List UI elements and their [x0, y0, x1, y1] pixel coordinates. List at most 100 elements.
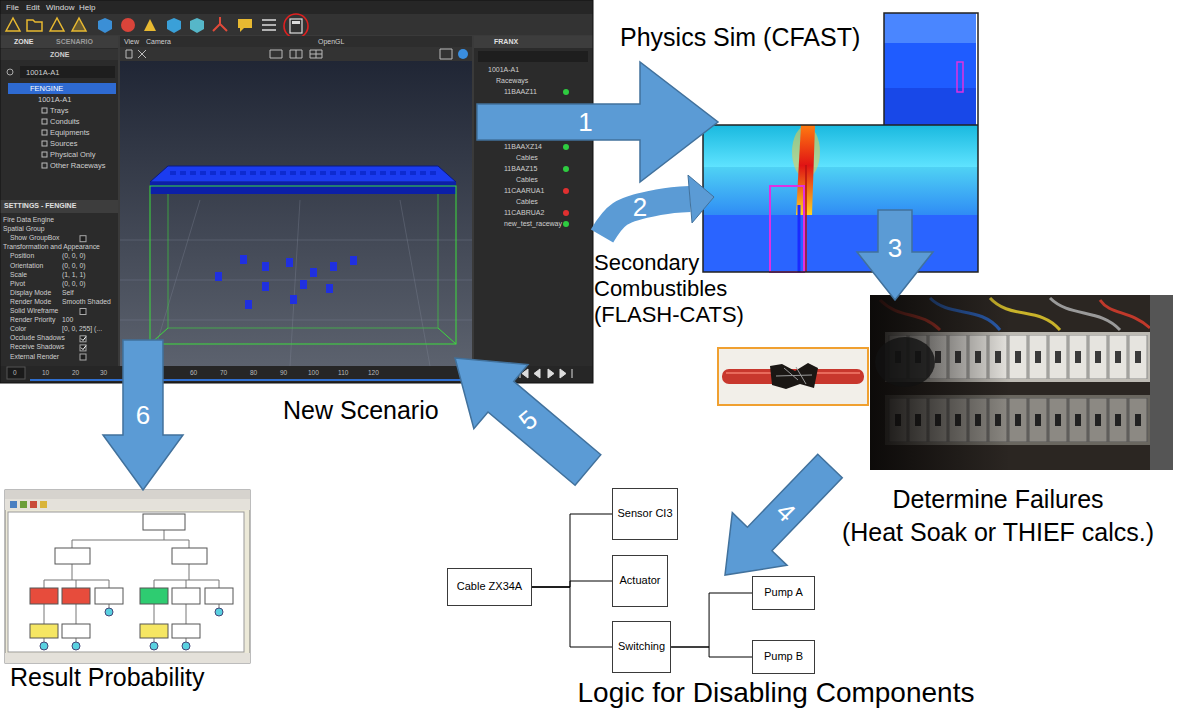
ui-text: Self	[62, 289, 74, 297]
app-window	[0, 0, 593, 383]
text-slot: Secondary Combustibles (FLASH-CATS)	[594, 250, 794, 328]
cable-tray	[150, 182, 456, 194]
component-cube	[286, 258, 293, 267]
viewport-grid	[120, 200, 472, 366]
text-slot: Fire Data Engine	[3, 216, 54, 224]
search-icon	[7, 69, 13, 75]
simulation-panel: Physics Sim (CFAST)	[700, 5, 978, 272]
panel-heading: Determine Failures	[803, 484, 1193, 514]
wire	[1100, 300, 1150, 328]
text-slot: Help	[79, 3, 95, 13]
ui-text: 100	[308, 369, 319, 377]
panel-heading: Logic for Disabling Components	[440, 676, 1112, 710]
text-slot: Physical Only	[50, 150, 95, 159]
status-dot	[563, 188, 569, 194]
panel-heading: Result Probability	[10, 662, 205, 692]
toolbar-icon	[27, 20, 42, 31]
basic-event	[182, 642, 190, 650]
text-slot: 1001A-A1	[26, 68, 59, 77]
ui-text: Position	[10, 252, 34, 260]
box-label: Cable ZX34A	[457, 580, 522, 594]
ui-text: ZONE	[50, 51, 69, 59]
ui-text: 80	[250, 369, 257, 377]
ui-text: Transformation and Appearance	[3, 243, 100, 251]
component-cube	[310, 268, 317, 277]
text-slot: Receive Shadows	[10, 343, 64, 351]
text-slot: Solid Wireframe	[10, 307, 58, 315]
tree-icon	[42, 163, 47, 168]
flow-arrow	[477, 62, 718, 182]
status-dot	[563, 144, 569, 150]
component-cube	[300, 280, 307, 289]
tree-icon	[42, 152, 47, 157]
panel-tabs	[0, 36, 118, 48]
ui-text: 60	[190, 369, 197, 377]
search-box	[478, 51, 588, 62]
text-slot: (1, 1, 1)	[62, 271, 85, 279]
ui-text: File	[6, 3, 19, 13]
box-label: Sensor CI3	[617, 507, 672, 521]
text-slot: SCENARIO	[56, 38, 93, 46]
logic-box: Pump B	[752, 640, 815, 674]
flow-arrow	[602, 175, 714, 236]
text-slot: 70	[220, 369, 227, 377]
box-label: Actuator	[620, 574, 661, 588]
component-cube	[245, 300, 252, 309]
ui-text: OpenGL	[318, 38, 344, 46]
fault-tree-panel: Result Probability	[5, 490, 250, 697]
text-slot: Equipments	[50, 128, 90, 137]
block-arrow	[103, 340, 183, 490]
status-dot	[563, 221, 569, 227]
text-slot: 30	[100, 369, 107, 377]
text-slot: 0	[13, 369, 17, 377]
text-slot: Orientation	[10, 262, 43, 270]
ui-text: Pivot	[10, 280, 25, 288]
component-cube	[262, 262, 269, 271]
component-cube	[290, 295, 297, 304]
box-label: Switching	[618, 640, 665, 654]
ui-text: 11BAAZ11	[504, 88, 537, 96]
checkbox	[80, 354, 86, 360]
calculator-icon	[292, 21, 300, 24]
text-slot: Display Mode	[10, 289, 51, 297]
text-slot: Cables	[516, 176, 538, 184]
basic-event	[150, 642, 158, 650]
toolbar-icon	[72, 18, 86, 31]
bounding-box	[150, 186, 456, 344]
ui-text: [0, 0, 255] (...	[62, 325, 102, 333]
cable-tray	[150, 166, 456, 182]
flow-arrow	[103, 340, 183, 490]
component-cube	[262, 282, 269, 291]
logic-line	[532, 581, 612, 587]
ui-text: Raceways	[496, 77, 528, 85]
block-arrow	[725, 454, 842, 575]
cfast-target	[957, 62, 963, 92]
ui-text: SETTINGS - FENGINE	[4, 202, 76, 210]
ui-text: Solid Wireframe	[10, 307, 58, 315]
toolbar-icon	[167, 18, 181, 33]
text-slot: new_test_raceway	[504, 220, 562, 228]
tree-gate	[62, 588, 90, 604]
tree-gate	[143, 514, 185, 530]
tree-gate	[172, 624, 200, 638]
ui-text: (1, 1, 1)	[62, 271, 85, 279]
panel-heading: (Heat Soak or THIEF calcs.)	[803, 517, 1193, 547]
box-label: Pump B	[764, 650, 803, 664]
text-slot: Cables	[516, 198, 538, 206]
text-slot: ZONE	[14, 38, 33, 46]
ui-text: Help	[79, 3, 95, 13]
checkbox	[80, 236, 86, 242]
zone-panel	[0, 36, 118, 200]
flow-arrow	[725, 454, 842, 575]
text-slot: 3	[888, 235, 902, 261]
logic-wire	[532, 581, 612, 587]
text-slot: Sources	[50, 139, 78, 148]
wire	[1050, 298, 1120, 330]
ui-text: 11BAAXZ14	[504, 143, 542, 151]
ui-text: 10	[42, 369, 49, 377]
text-slot: OpenGL	[318, 38, 344, 46]
check-mark	[81, 337, 86, 350]
basic-event	[215, 608, 223, 616]
ui-text: Window	[46, 3, 74, 13]
cfast-mid-layer	[703, 167, 978, 215]
